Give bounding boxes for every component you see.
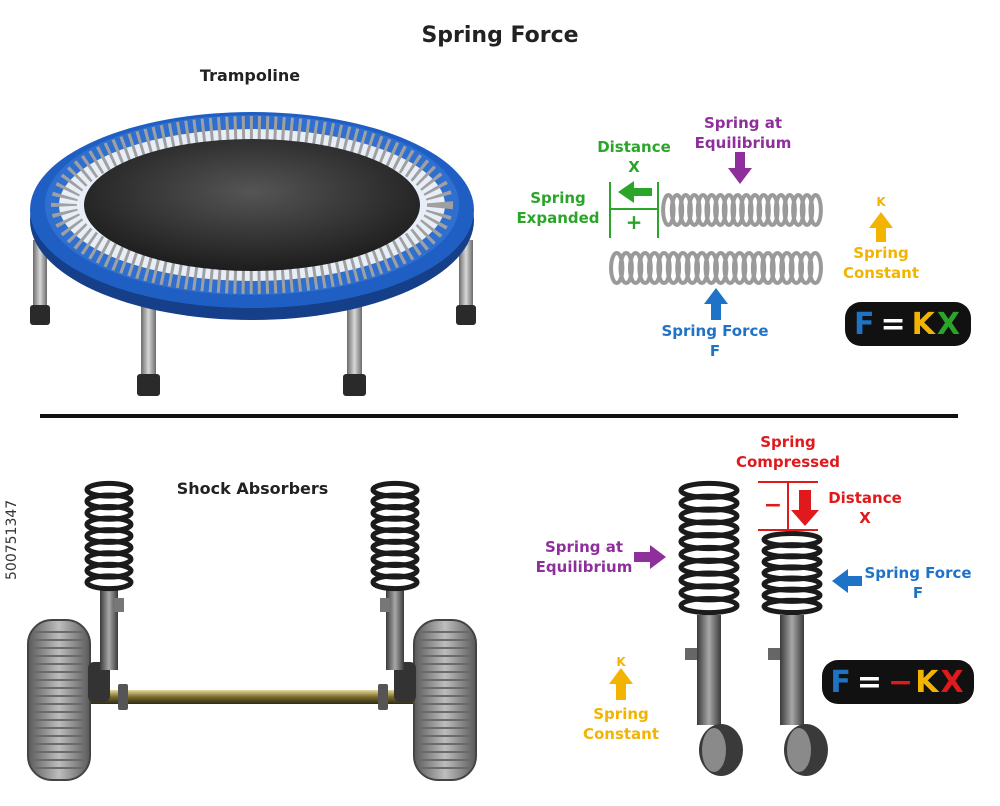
k-symbol-bottom: K bbox=[616, 655, 626, 669]
coil-turn bbox=[370, 573, 420, 592]
minus-sign: − bbox=[763, 493, 783, 518]
equilibrium-label-bottom: Spring at Equilibrium bbox=[535, 538, 633, 576]
watermark-id: 500751347 bbox=[4, 499, 20, 580]
coil-turn bbox=[808, 193, 823, 227]
coil-turn bbox=[678, 596, 740, 616]
bottom-shock-diagram bbox=[609, 480, 862, 776]
spring-expanded-label: Spring Expanded bbox=[516, 189, 600, 227]
coil-turn bbox=[761, 597, 823, 616]
k-arrow-up-bottom bbox=[609, 668, 633, 700]
trampoline-label: Trampoline bbox=[199, 66, 301, 85]
equilibrium-label-top: Spring at Equilibrium bbox=[694, 114, 792, 152]
shock-absorbers-label: Shock Absorbers bbox=[176, 479, 329, 498]
formula-bottom: F = − K X bbox=[822, 660, 974, 704]
k-symbol-top: K bbox=[876, 195, 886, 209]
formula-top: F = K X bbox=[845, 302, 971, 346]
spring-constant-label-bottom: Spring Constant bbox=[582, 705, 660, 743]
page-title: Spring Force bbox=[421, 23, 579, 48]
spring-compressed-label: Spring Compressed bbox=[735, 433, 841, 471]
coil-turn bbox=[84, 573, 134, 592]
k-arrow-up bbox=[869, 212, 893, 242]
top-spring-diagram bbox=[609, 152, 893, 320]
expanded-spring-top bbox=[609, 251, 823, 285]
shock-absorber-assembly bbox=[27, 480, 477, 781]
trampoline bbox=[30, 112, 476, 396]
equilibrium-arrow-right bbox=[634, 545, 666, 569]
spring-force-arrow-left bbox=[832, 569, 862, 593]
compression-arrow-down bbox=[791, 490, 819, 526]
spring-force-arrow-up bbox=[704, 288, 728, 320]
coil-turn bbox=[807, 251, 823, 285]
equilibrium-spring-top bbox=[661, 193, 823, 227]
spring-constant-label-top: Spring Constant bbox=[842, 244, 920, 282]
distance-arrow-left bbox=[618, 181, 652, 203]
plus-sign: + bbox=[625, 210, 643, 234]
equilibrium-arrow-down bbox=[728, 152, 752, 184]
